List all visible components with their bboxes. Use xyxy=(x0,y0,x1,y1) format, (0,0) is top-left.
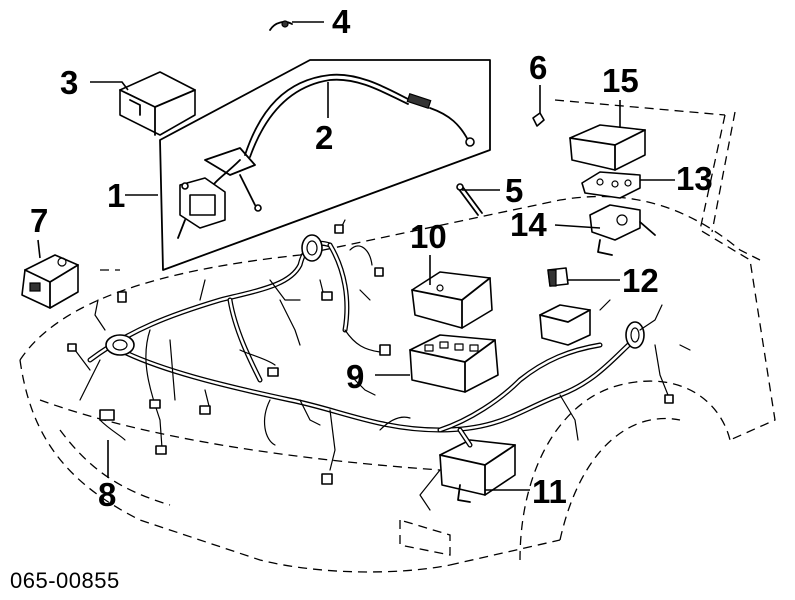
inset-frame xyxy=(159,59,491,271)
diagram-code: 065-00855 xyxy=(10,568,120,593)
leader-lines xyxy=(37,21,675,491)
callout-3: 3 xyxy=(60,64,79,101)
part-10-cover xyxy=(411,271,493,329)
callout-10: 10 xyxy=(410,218,447,255)
part-1-assembly xyxy=(177,147,262,239)
junction-block xyxy=(539,304,591,346)
callout-5: 5 xyxy=(505,172,524,209)
vehicle-body-outline xyxy=(19,99,776,573)
callout-6: 6 xyxy=(529,49,548,86)
callout-9: 9 xyxy=(346,358,365,395)
callout-12: 12 xyxy=(622,262,659,299)
part-3-module xyxy=(119,71,196,136)
part-9-fuse-box xyxy=(409,334,499,393)
callout-1: 1 xyxy=(107,177,126,214)
callout-4: 4 xyxy=(332,3,351,40)
callout-13: 13 xyxy=(676,160,713,197)
callout-11: 11 xyxy=(532,473,567,510)
callout-14: 14 xyxy=(510,206,547,243)
part-15-cover xyxy=(569,124,646,171)
part-5-bolt xyxy=(456,183,483,216)
callout-2: 2 xyxy=(315,119,334,156)
branch-wires xyxy=(67,219,691,511)
part-13-relay-base xyxy=(581,171,641,199)
part-14-bracket xyxy=(589,204,656,256)
grommets xyxy=(105,234,645,356)
part-6-clip xyxy=(532,112,545,127)
callout-15: 15 xyxy=(602,62,639,99)
callout-7: 7 xyxy=(30,202,49,239)
callout-8: 8 xyxy=(98,476,117,513)
part-11-fuse-box xyxy=(439,439,516,503)
part-12-relay xyxy=(547,267,569,287)
part-7-connector xyxy=(21,254,79,309)
part-4-clip xyxy=(269,20,293,31)
